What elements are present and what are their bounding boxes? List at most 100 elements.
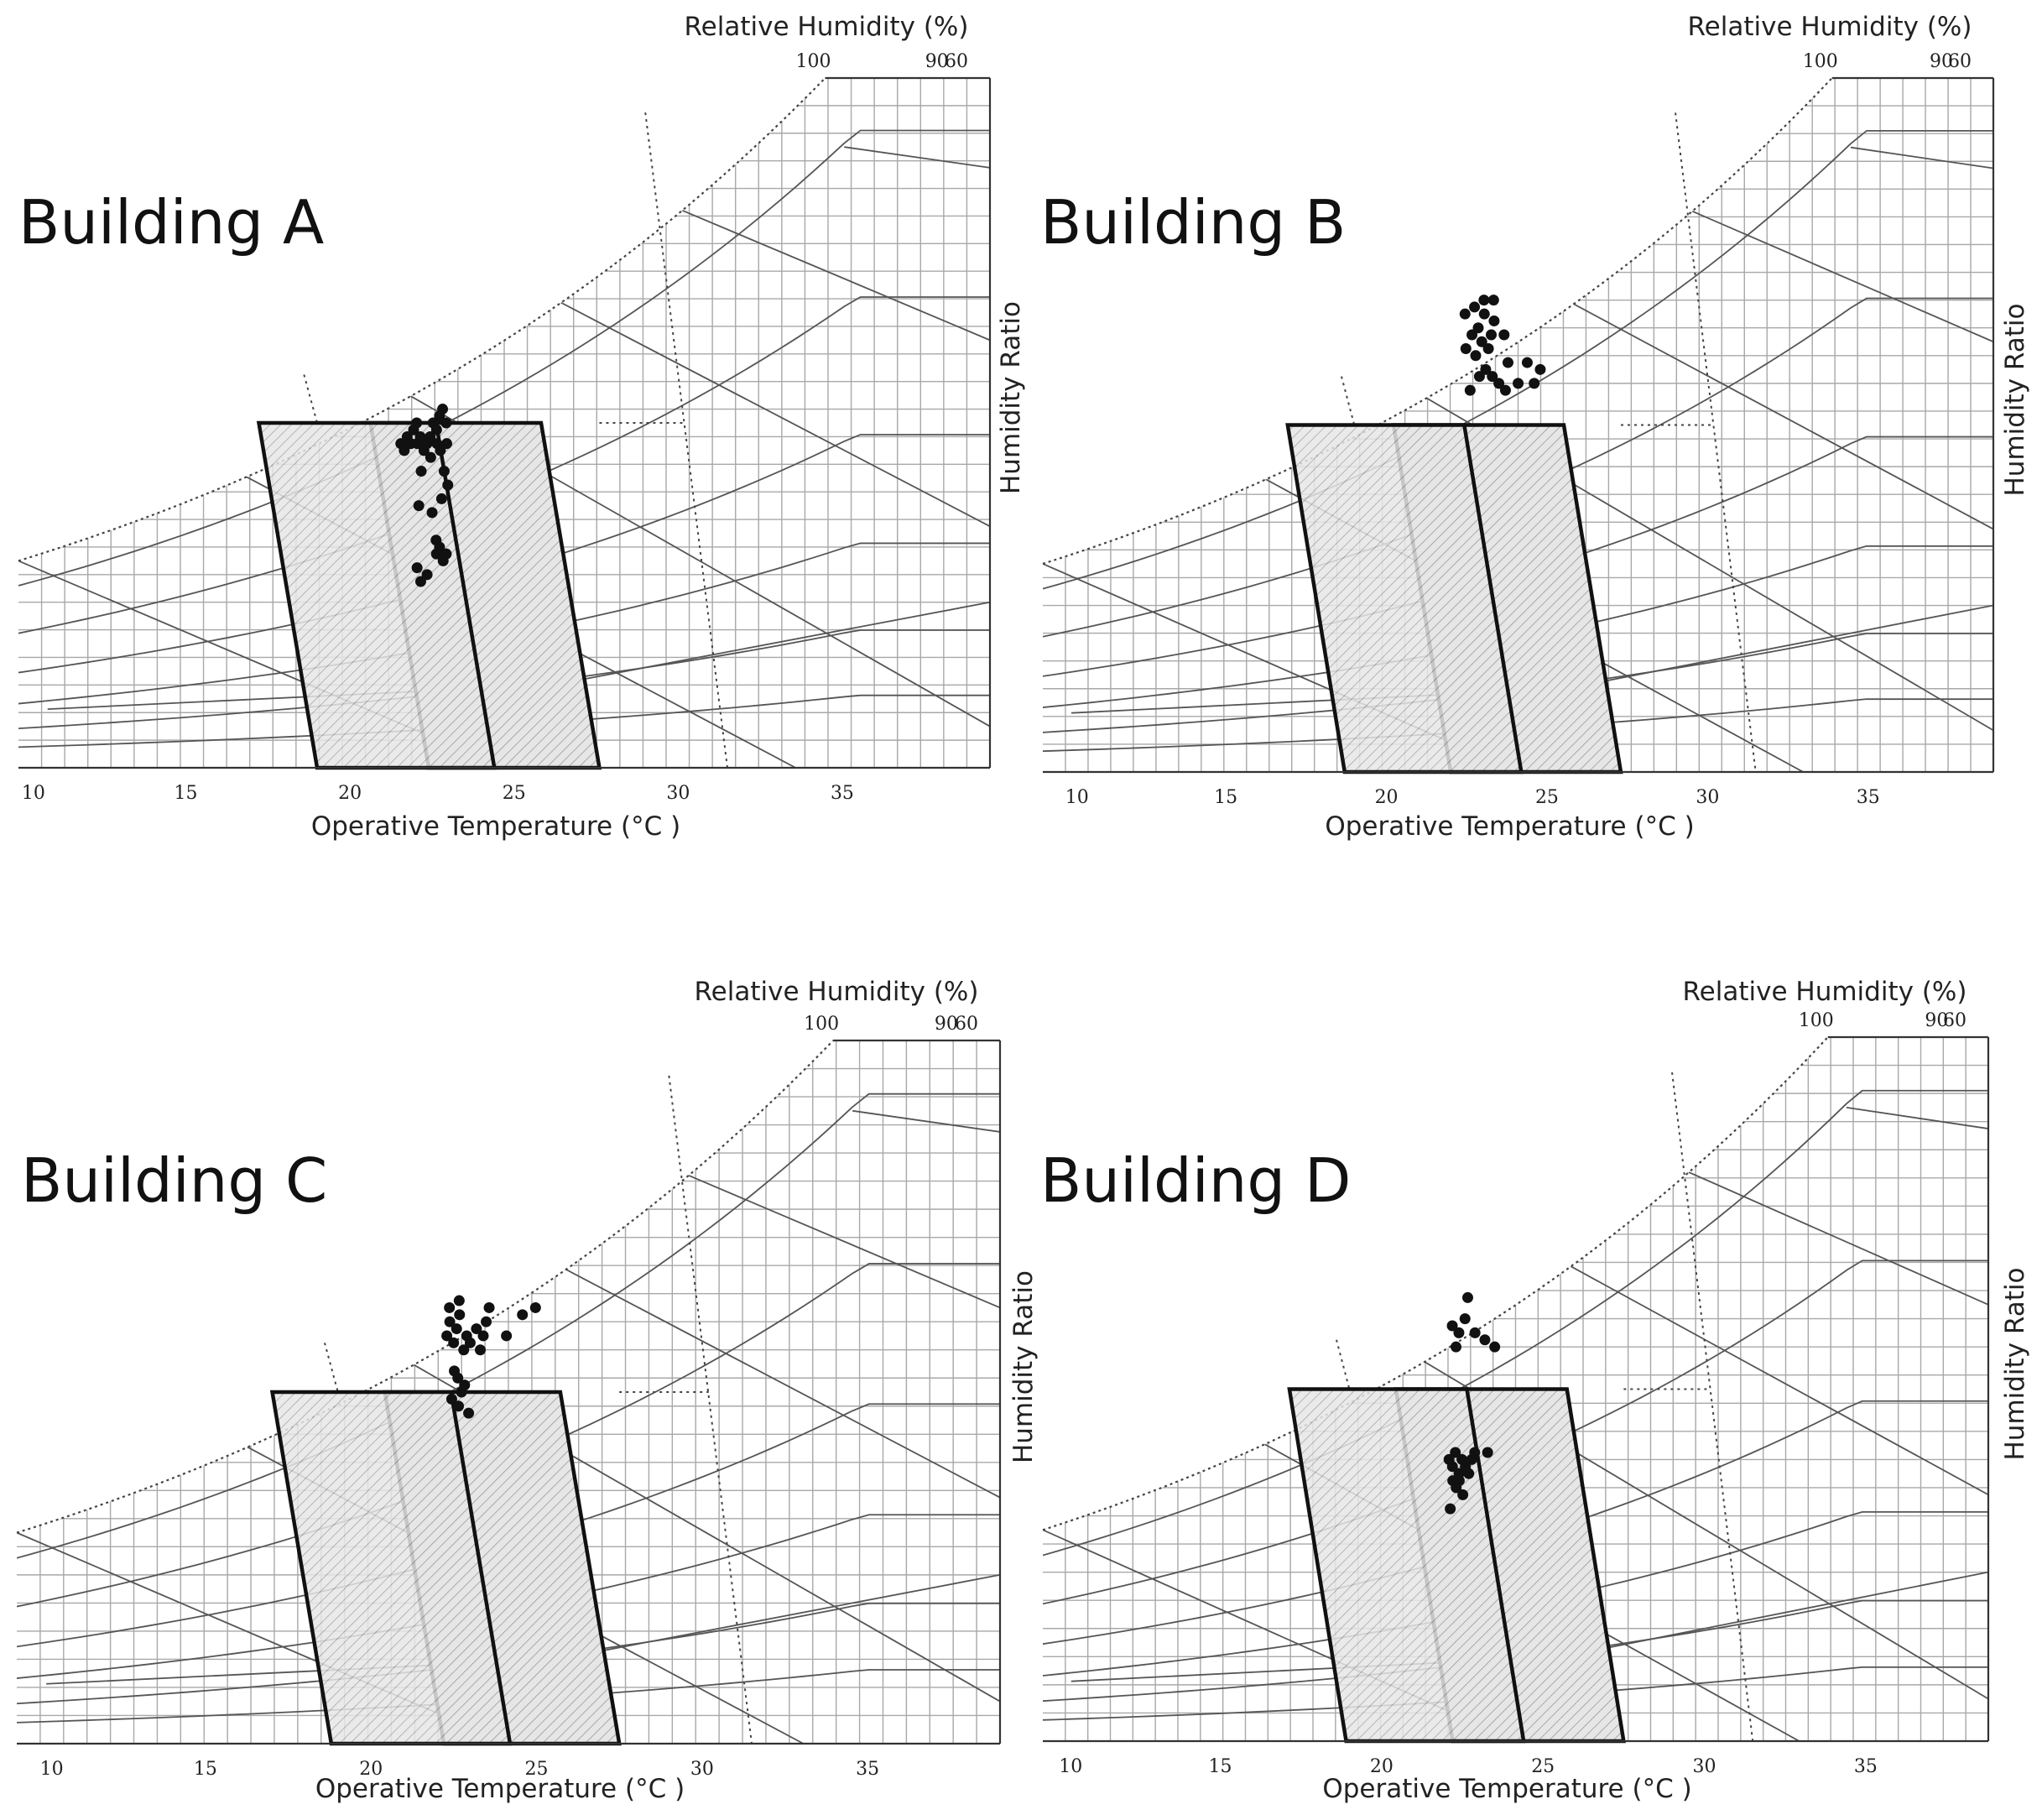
data-point [1473, 371, 1485, 383]
data-point [471, 1323, 482, 1335]
x-tick-label: 15 [175, 783, 198, 804]
y-axis-label: Humidity Ratio [1008, 1270, 1039, 1463]
enthalpy-line [518, 1244, 1000, 1499]
rh-tick-label: 100 [1799, 1010, 1834, 1031]
x-tick-label: 10 [22, 783, 45, 804]
data-point [529, 1301, 541, 1313]
guide-dotted-diag [644, 112, 729, 769]
data-point [1502, 357, 1513, 368]
data-point [444, 1301, 456, 1313]
rh-tick-label: 60 [945, 51, 968, 72]
x-tick-label: 25 [525, 1759, 549, 1780]
enthalpy-line [679, 208, 990, 342]
panel-title: Building C [21, 1145, 327, 1216]
x-axis-label: Operative Temperature (°C ) [315, 1774, 685, 1804]
guide-dotted-diag [1671, 1072, 1754, 1742]
x-tick-label: 15 [1209, 1756, 1232, 1777]
data-point [425, 451, 436, 463]
x-tick-label: 35 [831, 783, 854, 804]
data-point [1469, 1447, 1481, 1458]
rh-tick-label: 100 [1803, 51, 1838, 72]
x-tick-label: 10 [40, 1759, 64, 1780]
x-tick-label: 20 [1375, 787, 1399, 808]
rh-curve [1043, 129, 1993, 590]
guide-dotted-diag [668, 1075, 753, 1744]
data-point [1466, 329, 1478, 341]
data-point [463, 1407, 475, 1419]
data-point [454, 1309, 466, 1321]
panel-title: Building A [18, 187, 324, 258]
data-point [453, 1400, 465, 1412]
rh-curve [1043, 1089, 1988, 1557]
x-tick-label: 10 [1065, 787, 1089, 808]
rh-tick-label: 100 [804, 1014, 839, 1035]
data-point [1447, 1475, 1459, 1487]
data-point [464, 1337, 476, 1348]
data-point [481, 1316, 492, 1327]
data-point [441, 438, 453, 450]
enthalpy-line [1685, 1170, 1988, 1306]
rh-axis-label: Relative Humidity (%) [1688, 12, 1972, 42]
data-point [1464, 384, 1476, 396]
data-point [1487, 371, 1498, 383]
data-point [442, 479, 454, 491]
data-point [501, 1330, 513, 1342]
data-point [1450, 1447, 1461, 1458]
data-point [1521, 357, 1533, 368]
enthalpy-line [513, 277, 990, 528]
rh-tick-label: 60 [1948, 51, 1972, 72]
data-point [1469, 1327, 1481, 1338]
y-axis-label: Humidity Ratio [2000, 1267, 2030, 1460]
x-tick-label: 15 [1214, 787, 1237, 808]
data-point [435, 493, 447, 504]
rh-tick-label: 90 [925, 51, 949, 72]
enthalpy-line [844, 146, 990, 169]
data-point [458, 1344, 470, 1356]
enthalpy-line [1689, 209, 1993, 343]
data-point [1457, 1489, 1469, 1500]
enthalpy-line [685, 1173, 1000, 1309]
data-point [474, 1344, 486, 1356]
data-point [425, 430, 436, 442]
y-axis-label: Humidity Ratio [2000, 303, 2030, 496]
x-tick-label: 25 [1531, 1756, 1555, 1777]
enthalpy-line [1850, 146, 1993, 169]
data-point [415, 466, 427, 477]
data-point [1470, 350, 1482, 362]
data-point [426, 507, 438, 519]
data-point [1493, 378, 1505, 389]
data-point [452, 1372, 464, 1384]
saturation-curve [1042, 1036, 1829, 1531]
data-point [445, 1393, 457, 1405]
data-point [448, 1337, 460, 1348]
x-tick-label: 35 [1857, 787, 1880, 808]
data-point [1529, 378, 1540, 389]
saturation-curve [16, 1040, 834, 1534]
guide-dotted-short [1341, 376, 1356, 425]
data-point [414, 430, 426, 442]
x-axis-label: Operative Temperature (°C ) [1325, 811, 1694, 842]
data-point [413, 500, 425, 512]
enthalpy-line [1527, 279, 1993, 530]
data-point [1453, 1327, 1465, 1338]
data-point [411, 562, 423, 574]
x-tick-label: 25 [503, 783, 526, 804]
data-point [440, 548, 452, 560]
data-point [1489, 1341, 1501, 1353]
data-point [1461, 1291, 1473, 1303]
rh-tick-label: 60 [955, 1014, 978, 1035]
data-point [1478, 308, 1490, 320]
rh-curve [17, 1093, 1000, 1559]
panel-title: Building B [1040, 187, 1346, 258]
data-point [1482, 343, 1494, 355]
rh-tick-label: 100 [796, 51, 831, 72]
data-point [1486, 329, 1498, 341]
rh-tick-label: 90 [1925, 1010, 1948, 1031]
data-point [1488, 315, 1500, 326]
guide-dotted-short [324, 1343, 339, 1393]
data-point [1472, 322, 1484, 334]
data-point [1498, 329, 1510, 341]
x-tick-label: 30 [1693, 1756, 1716, 1777]
data-point [477, 1330, 489, 1342]
